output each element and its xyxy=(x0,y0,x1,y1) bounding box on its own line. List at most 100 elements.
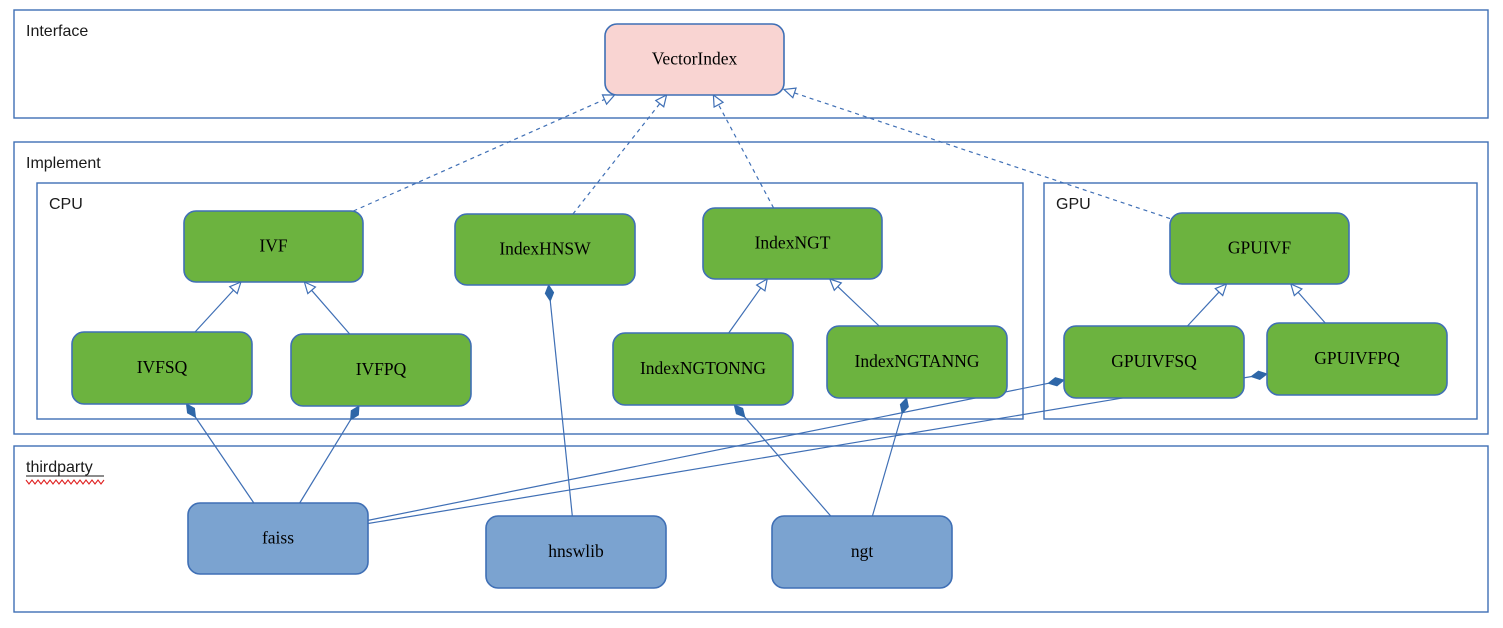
node-IVFPQ-box[interactable] xyxy=(290,333,472,407)
node-IndexNGTANNG[interactable]: IndexNGTANNG xyxy=(826,325,1008,399)
generalization-arrowhead xyxy=(228,280,242,295)
edge-line xyxy=(718,104,775,209)
group-thirdparty-label: thirdparty xyxy=(26,459,93,476)
edge-line xyxy=(871,413,903,517)
node-hnswlib-box[interactable] xyxy=(485,515,667,589)
node-GPUIVFSQ[interactable]: GPUIVFSQ xyxy=(1063,325,1245,399)
node-faiss-box[interactable] xyxy=(187,502,369,575)
edge-IndexNGT-to-VectorIndex xyxy=(712,93,775,209)
node-GPUIVFPQ-label: GPUIVFPQ xyxy=(1314,348,1400,368)
composition-diamond xyxy=(544,283,555,302)
realization-arrowhead xyxy=(712,93,725,109)
edge-line xyxy=(1187,291,1220,327)
generalization-arrowhead xyxy=(755,277,769,292)
node-IndexHNSW-box[interactable] xyxy=(454,213,636,286)
edge-ngt-to-IndexNGTONNG xyxy=(733,404,832,517)
node-ngt[interactable]: ngt xyxy=(771,515,953,589)
edge-GPUIVFSQ-to-GPUIVF xyxy=(1187,282,1228,327)
group-gpu-label: GPU xyxy=(1056,196,1091,213)
node-IndexNGT-label: IndexNGT xyxy=(755,233,831,253)
edge-IVFPQ-to-IVF xyxy=(303,280,351,335)
group-cpu-label: CPU xyxy=(49,196,83,213)
edge-line xyxy=(194,416,255,504)
composition-diamond xyxy=(899,396,909,415)
edge-line xyxy=(728,287,762,334)
edge-line xyxy=(353,98,605,212)
node-IVFSQ-label: IVFSQ xyxy=(137,357,188,377)
node-GPUIVFPQ[interactable]: GPUIVFPQ xyxy=(1266,322,1448,396)
node-ngt-box[interactable] xyxy=(771,515,953,589)
edge-IndexNGTONNG-to-IndexNGT xyxy=(728,277,769,334)
node-VectorIndex-label: VectorIndex xyxy=(652,49,738,69)
node-GPUIVF[interactable]: GPUIVF xyxy=(1169,212,1350,285)
node-IndexNGTONNG-box[interactable] xyxy=(612,332,794,406)
thirdparty-spellcheck-underline xyxy=(25,479,105,485)
edge-line xyxy=(794,92,1171,220)
edge-GPUIVFPQ-to-GPUIVF xyxy=(1289,282,1326,324)
group-implement-label: Implement xyxy=(26,155,101,172)
node-ngt-label: ngt xyxy=(851,541,874,561)
edge-line xyxy=(299,419,352,504)
edge-faiss-to-IVFSQ xyxy=(185,403,255,504)
edge-IndexHNSW-to-VectorIndex xyxy=(572,93,668,215)
node-IVF-label: IVF xyxy=(259,236,287,256)
node-hnswlib-label: hnswlib xyxy=(548,541,604,561)
node-IndexNGT-box[interactable] xyxy=(702,207,883,280)
node-GPUIVF-label: GPUIVF xyxy=(1228,238,1291,258)
edge-line xyxy=(837,286,880,327)
composition-diamond xyxy=(1250,370,1269,380)
edge-hnswlib-to-IndexHNSW xyxy=(544,283,573,517)
edge-GPUIVF-to-VectorIndex xyxy=(782,87,1171,220)
generalization-arrowhead xyxy=(828,278,843,292)
node-IndexNGT[interactable]: IndexNGT xyxy=(702,207,883,280)
realization-arrowhead xyxy=(601,94,616,106)
edge-line xyxy=(549,300,573,517)
composition-diamond xyxy=(733,404,746,418)
node-faiss[interactable]: faiss xyxy=(187,502,369,575)
edge-line xyxy=(311,289,351,335)
edge-faiss-to-GPUIVFSQ xyxy=(367,377,1066,521)
node-IndexNGTANNG-label: IndexNGTANNG xyxy=(855,351,980,371)
edge-line xyxy=(367,376,1252,525)
composition-diamond xyxy=(1047,377,1066,387)
node-GPUIVF-box[interactable] xyxy=(1169,212,1350,285)
composition-diamond xyxy=(350,405,360,421)
generalization-arrowhead xyxy=(303,280,317,295)
edge-ngt-to-IndexNGTANNG xyxy=(871,396,909,517)
node-IVF-box[interactable] xyxy=(183,210,364,283)
edge-layer xyxy=(185,87,1326,525)
node-IndexNGTONNG-label: IndexNGTONNG xyxy=(640,358,766,378)
composition-diamond xyxy=(185,403,197,419)
node-VectorIndex[interactable]: VectorIndex xyxy=(604,23,785,96)
node-IVF[interactable]: IVF xyxy=(183,210,364,283)
node-IndexNGTONNG[interactable]: IndexNGTONNG xyxy=(612,332,794,406)
node-hnswlib[interactable]: hnswlib xyxy=(485,515,667,589)
edge-line xyxy=(1297,291,1326,324)
node-GPUIVFPQ-box[interactable] xyxy=(1266,322,1448,396)
realization-arrowhead xyxy=(654,93,668,108)
edge-line xyxy=(367,382,1049,521)
realization-arrowhead xyxy=(782,87,797,99)
node-IndexHNSW[interactable]: IndexHNSW xyxy=(454,213,636,286)
group-interface-label: Interface xyxy=(26,23,88,40)
edge-line xyxy=(744,416,832,517)
node-IndexNGTANNG-box[interactable] xyxy=(826,325,1008,399)
node-IVFPQ[interactable]: IVFPQ xyxy=(290,333,472,407)
node-GPUIVFSQ-box[interactable] xyxy=(1063,325,1245,399)
node-IVFPQ-label: IVFPQ xyxy=(356,359,407,379)
node-VectorIndex-box[interactable] xyxy=(604,23,785,96)
node-faiss-label: faiss xyxy=(262,528,294,548)
node-IVFSQ[interactable]: IVFSQ xyxy=(71,331,253,405)
edge-faiss-to-GPUIVFPQ xyxy=(367,370,1269,525)
edge-IVFSQ-to-IVF xyxy=(194,280,242,333)
node-IVFSQ-box[interactable] xyxy=(71,331,253,405)
edge-faiss-to-IVFPQ xyxy=(299,405,360,504)
edge-IVF-to-VectorIndex xyxy=(353,94,616,212)
edge-line xyxy=(194,289,234,333)
generalization-arrowhead xyxy=(1289,282,1303,297)
node-IndexHNSW-label: IndexHNSW xyxy=(499,239,591,259)
generalization-arrowhead xyxy=(1214,282,1228,297)
